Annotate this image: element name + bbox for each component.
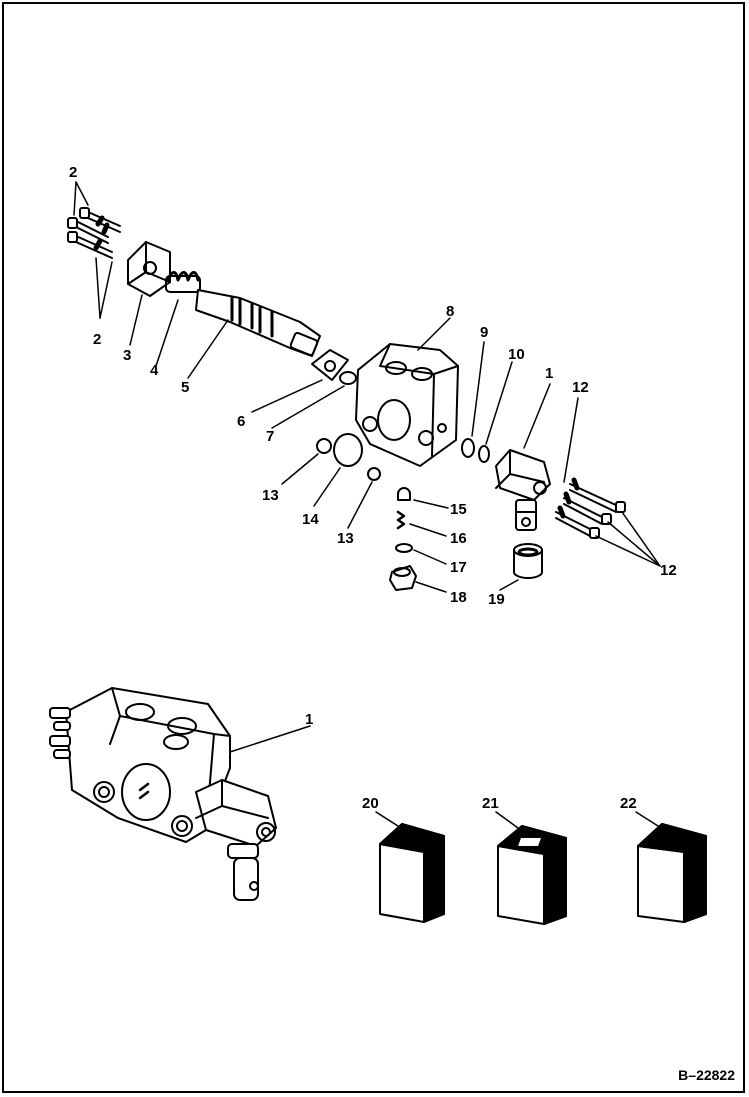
callout-12-bottom: 12 [660, 562, 677, 579]
document-reference: B–22822 [678, 1067, 735, 1083]
callout-20: 20 [362, 795, 379, 812]
callout-21: 21 [482, 795, 499, 812]
bushing [499, 543, 543, 591]
leader-lines-2 [73, 181, 113, 319]
o-ring-14 [313, 433, 363, 507]
callout-11: 1 [545, 365, 553, 382]
callout-13-left: 13 [262, 487, 279, 504]
ring-13a [281, 438, 332, 485]
callout-17: 17 [450, 559, 467, 576]
end-cap [127, 241, 171, 346]
o-ring-17 [395, 543, 447, 565]
callout-7: 7 [266, 428, 274, 445]
callout-10: 10 [508, 346, 525, 363]
plug [389, 565, 447, 593]
kit-box-20 [94, 811, 445, 923]
callout-16: 16 [450, 530, 467, 547]
callout-18: 18 [450, 589, 467, 606]
valve-body [355, 317, 459, 467]
callout-15: 15 [450, 501, 467, 518]
detent-cap [495, 383, 551, 531]
callout-9: 9 [480, 324, 488, 341]
callout-19: 19 [488, 591, 505, 608]
callout-12-top: 12 [572, 379, 589, 396]
spring-small [396, 510, 447, 537]
spool [187, 289, 321, 379]
kit-box-22 [635, 811, 707, 923]
callout-2-top: 2 [69, 164, 77, 181]
callout-1: 1 [305, 711, 313, 728]
o-ring-7 [271, 371, 357, 429]
ring-13b [347, 467, 381, 529]
callout-13-right: 13 [337, 530, 354, 547]
bolt-set-right [555, 477, 626, 539]
poppet [397, 487, 449, 509]
callout-4: 4 [150, 362, 159, 379]
flange [251, 349, 349, 413]
seal-10 [478, 361, 513, 463]
callout-5: 5 [181, 379, 189, 396]
callout-3: 3 [123, 347, 131, 364]
callout-2-bottom: 2 [93, 331, 101, 348]
bolt-set-left [67, 207, 121, 259]
callout-8: 8 [446, 303, 454, 320]
callout-22: 22 [620, 795, 637, 812]
spring [155, 271, 201, 367]
leader-lines-12 [563, 397, 661, 567]
callout-6: 6 [237, 413, 245, 430]
kit-box-21 [495, 811, 567, 925]
seal-9 [461, 341, 485, 458]
callout-14: 14 [302, 511, 319, 528]
valve-section-assembly [49, 687, 311, 901]
